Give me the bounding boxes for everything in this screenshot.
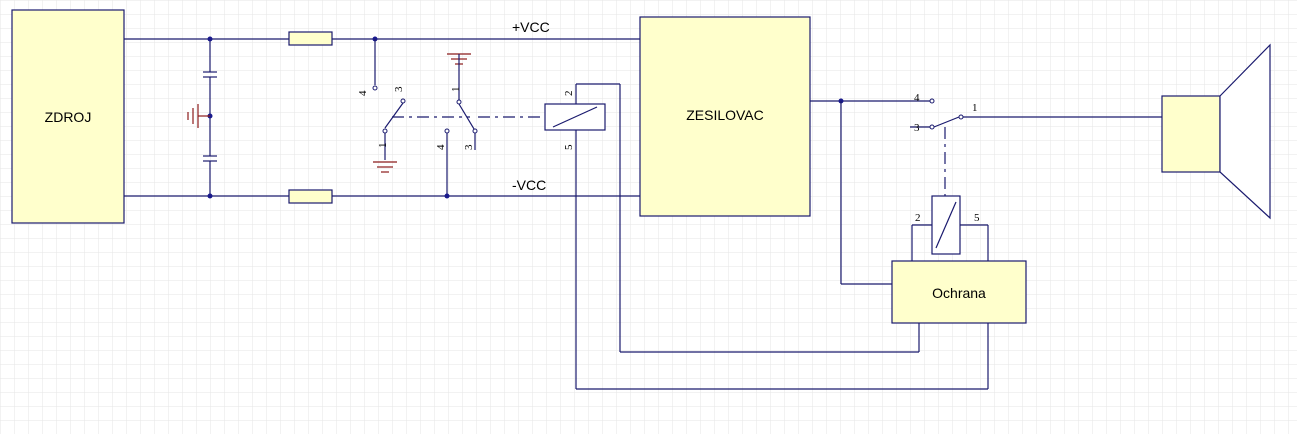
pin-label: 4 bbox=[357, 90, 369, 96]
power-switch-2: 1 4 3 bbox=[435, 87, 478, 199]
positive-rail: +VCC bbox=[124, 19, 640, 40]
pin-label: 2 bbox=[915, 212, 921, 224]
zesilovac-label: ZESILOVAC bbox=[686, 107, 764, 123]
pin-label: 3 bbox=[463, 144, 475, 150]
pin-label: 2 bbox=[563, 91, 575, 97]
pin-label: 4 bbox=[914, 92, 920, 104]
ground-icon bbox=[447, 53, 471, 100]
relay-2: 2 5 bbox=[911, 195, 989, 261]
pin-label: 1 bbox=[972, 102, 978, 114]
ground-icon bbox=[373, 161, 397, 173]
pin-label: 1 bbox=[377, 143, 389, 149]
output-switch: 4 3 1 bbox=[910, 92, 1162, 134]
pin-label: 1 bbox=[450, 87, 462, 93]
power-switch-1: 4 3 1 bbox=[357, 39, 406, 160]
negative-rail: -VCC bbox=[124, 177, 640, 197]
pin-label: 4 bbox=[435, 144, 447, 150]
relay-1: 2 5 bbox=[544, 83, 621, 389]
ground-icon bbox=[187, 104, 210, 128]
positive-rail-label: +VCC bbox=[512, 19, 550, 35]
ochrana-label: Ochrana bbox=[932, 285, 986, 301]
fuse-negative bbox=[288, 189, 333, 204]
zdroj-block[interactable]: ZDROJ bbox=[11, 9, 125, 224]
fuse-positive bbox=[288, 31, 333, 46]
pin-label: 5 bbox=[974, 212, 980, 224]
zdroj-label: ZDROJ bbox=[45, 109, 92, 125]
ochrana-block[interactable]: Ochrana bbox=[891, 260, 1027, 324]
pin-label: 5 bbox=[563, 144, 575, 150]
negative-rail-label: -VCC bbox=[512, 177, 546, 193]
speaker-icon bbox=[1161, 43, 1271, 220]
zesilovac-block[interactable]: ZESILOVAC bbox=[639, 16, 811, 217]
pin-label: 3 bbox=[393, 86, 405, 92]
pin-label: 3 bbox=[914, 122, 920, 134]
